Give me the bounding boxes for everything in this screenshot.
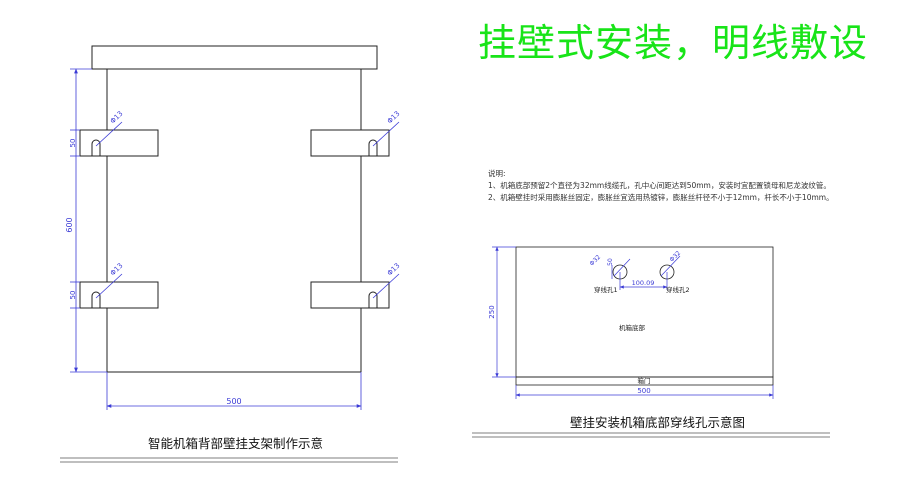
hole-label-top-left: Φ13 (109, 110, 125, 126)
right-caption: 壁挂安装机箱底部穿线孔示意图 (570, 415, 746, 430)
bracket-top-left (79, 129, 159, 157)
hole-label-top-right: Φ13 (386, 110, 402, 126)
dim-right-width-500: 500 (637, 387, 650, 395)
left-caption-rule (60, 457, 398, 463)
bracket-bottom-left (79, 281, 159, 309)
dim-hole-offset: 50 (607, 258, 614, 266)
dim-right-height-250: 250 (488, 305, 496, 318)
cable-hole-label-2: 穿线孔2 (666, 285, 690, 294)
box-top-cap (91, 45, 378, 70)
door-strip (515, 376, 774, 386)
right-caption-rule (472, 432, 830, 438)
hole-dia-label-1: Φ32 (588, 254, 602, 268)
dim-width-500: 500 (226, 397, 241, 406)
wall-bracket-drawing (79, 45, 390, 373)
dim-height-600: 600 (65, 217, 74, 232)
right-dimensions (492, 246, 774, 399)
left-caption: 智能机箱背部壁挂支架制作示意 (148, 436, 324, 451)
dim-hole-spacing: 100.09 (632, 279, 655, 287)
dim-bottom-bracket-50: 50 (69, 291, 77, 300)
hole-dia-label-2: Φ32 (668, 250, 682, 264)
box-bottom-outline (515, 246, 774, 378)
hole-label-bottom-right: Φ13 (386, 262, 402, 278)
hole-label-bottom-left: Φ13 (109, 262, 125, 278)
dim-top-bracket-50: 50 (69, 139, 77, 148)
note-1: 1、机箱底部预留2个直径为32mm线缆孔，孔中心间距达到50mm，安装时宜配置锁… (488, 181, 831, 190)
cable-hole-label-1: 穿线孔1 (594, 285, 618, 294)
bracket-top-right (310, 129, 390, 157)
left-dimensions (70, 68, 400, 410)
note-2: 2、机箱壁挂时采用膨胀丝固定，膨胀丝宜选用热镀锌，膨胀丝杆径不小于12mm，杆长… (488, 193, 834, 202)
notes-block: 说明: 1、机箱底部预留2个直径为32mm线缆孔，孔中心间距达到50mm，安装时… (488, 168, 834, 204)
bracket-bottom-right (310, 281, 390, 309)
door-label: 箱门 (638, 376, 651, 385)
page-headline: 挂壁式安装，明线敷设 (478, 21, 869, 65)
box-bottom-label: 机箱底部 (619, 323, 646, 332)
notes-title: 说明: (488, 169, 506, 178)
cable-hole-drawing (515, 246, 774, 386)
